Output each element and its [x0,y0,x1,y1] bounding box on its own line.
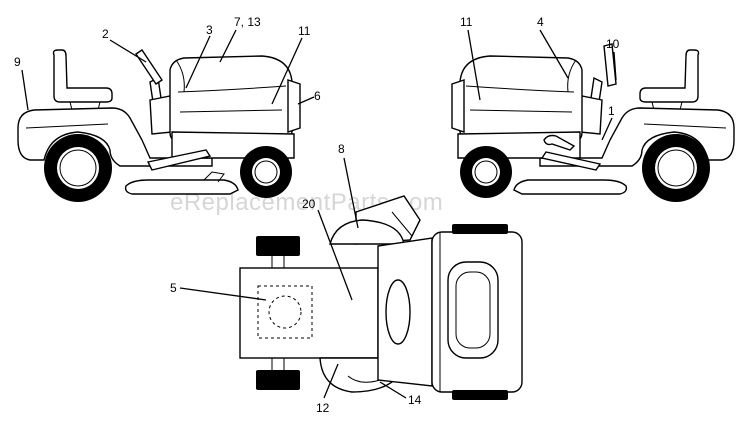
tractor-right-side-view [451,43,735,202]
mower-deck-right [513,179,628,195]
callout-11-left: 11 [298,24,311,38]
callout-4: 4 [537,15,544,29]
callout-20: 20 [302,197,316,211]
tractor-top-view [239,195,523,400]
steering-hub-top [385,279,411,345]
steering-wheel-right [603,43,617,87]
callout-8: 8 [338,142,345,156]
callout-3: 3 [206,23,213,37]
leader-lines [21,29,617,399]
seat-left [52,49,113,103]
seat-top [447,261,499,359]
callout-12: 12 [316,401,330,415]
callout-14: 14 [408,393,422,407]
steering-wheel-left [135,49,163,85]
seat-right [639,49,700,103]
rear-fender-left [17,107,213,167]
rear-fender-right [539,107,735,167]
callout-10: 10 [606,37,620,51]
callout-2: 2 [102,27,109,41]
callout-7-13: 7, 13 [234,15,261,29]
callout-6: 6 [314,89,321,103]
mower-deck-left [124,179,239,195]
hood-top [239,267,379,359]
hood-right [459,55,583,143]
decal-outline-5 [257,285,313,339]
callout-11-right: 11 [460,15,473,29]
rear-wheel-top-lower [452,390,508,400]
tractor-left-side-view [17,49,301,202]
front-wheel-top-lower [256,370,300,390]
callout-9: 9 [14,55,21,69]
front-wheel-top-upper [256,236,300,256]
rear-wheel-top-upper [452,224,508,234]
callout-1: 1 [608,104,615,118]
callout-5: 5 [170,281,177,295]
